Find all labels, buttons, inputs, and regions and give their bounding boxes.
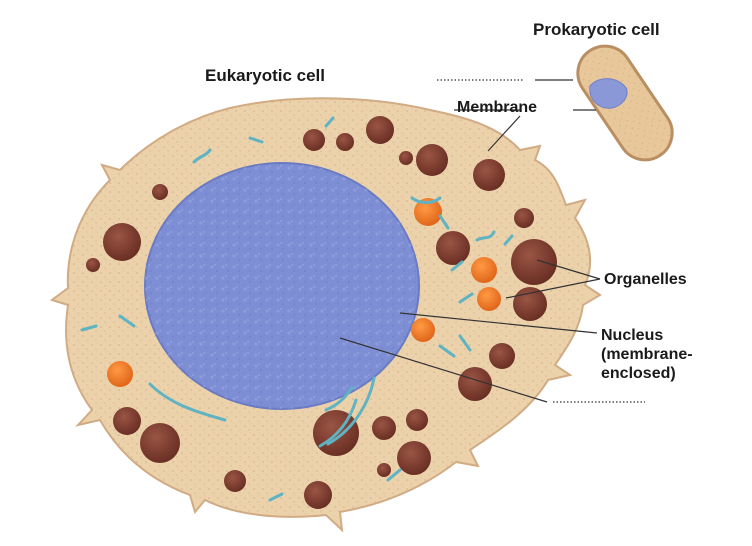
nucleus-label-line3: enclosed): [601, 364, 693, 383]
nucleus-label-line1: Nucleus: [601, 326, 693, 345]
membrane-label: Membrane: [457, 98, 537, 117]
nucleus-label: Nucleus (membrane- enclosed): [601, 326, 693, 383]
organelles-label: Organelles: [604, 270, 687, 289]
prokaryotic-cell: [567, 36, 682, 171]
eukaryotic-cell-label: Eukaryotic cell: [205, 66, 325, 85]
nucleus-label-line2: (membrane-: [601, 345, 693, 364]
prokaryotic-cell-label: Prokaryotic cell: [533, 20, 660, 39]
